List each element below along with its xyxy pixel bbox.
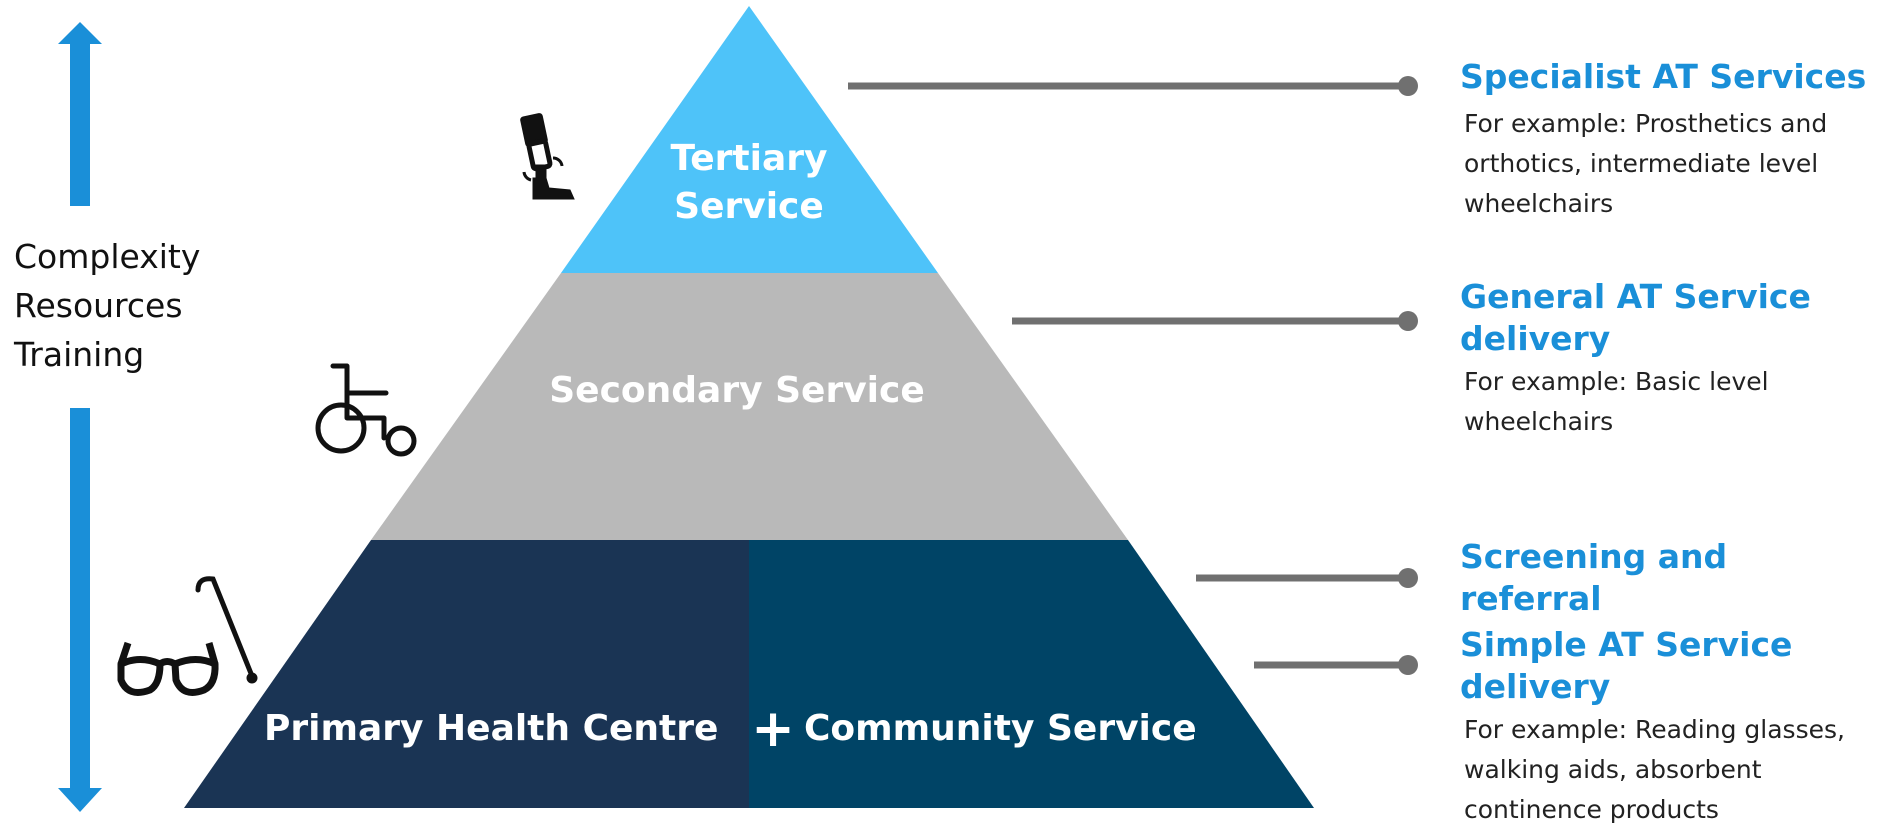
connector-screening — [1196, 568, 1418, 588]
legend-screening-title-line: Screening and — [1460, 537, 1728, 576]
legend-general-title-line: delivery — [1460, 319, 1611, 358]
legend-general-title: General AT Service delivery — [1460, 276, 1880, 360]
legend-specialist-desc-line: orthotics, intermediate level — [1464, 149, 1819, 178]
axis-label-training: Training — [13, 335, 144, 374]
walking-cane-icon — [195, 576, 258, 684]
legend-simple-desc-line: For example: Reading glasses, — [1464, 715, 1845, 744]
up-arrow-shaft — [70, 44, 90, 206]
primary-tier-left — [184, 540, 749, 808]
prosthetic-leg-icon — [520, 113, 575, 200]
legend-screening-title: Screening and referral — [1460, 536, 1880, 620]
legend-general-desc-line: wheelchairs — [1464, 407, 1614, 436]
tertiary-label-line2: Service — [674, 186, 824, 227]
double-arrow-icon — [58, 22, 102, 812]
wheelchair-icon — [315, 363, 417, 457]
legend-general-desc: For example: Basic level wheelchairs — [1464, 362, 1880, 442]
legend-simple: Simple AT Service delivery For example: … — [1460, 624, 1880, 830]
legend-simple-desc: For example: Reading glasses, walking ai… — [1464, 710, 1880, 830]
legend-simple-title: Simple AT Service delivery — [1460, 624, 1880, 708]
connector-specialist — [848, 76, 1418, 96]
legend-screening-title-line: referral — [1460, 579, 1602, 618]
tertiary-label-line1: Tertiary — [670, 138, 827, 179]
connector-general — [1012, 311, 1418, 331]
legend-specialist-title: Specialist AT Services — [1460, 57, 1867, 96]
legend-specialist-desc-line: For example: Prosthetics and — [1464, 109, 1828, 138]
glasses-icon — [117, 641, 219, 696]
down-arrow-shaft — [70, 408, 90, 788]
legend-simple-desc-line: walking aids, absorbent — [1464, 755, 1762, 784]
legend-simple-title-line: delivery — [1460, 667, 1611, 706]
legend-specialist-desc: For example: Prosthetics and orthotics, … — [1464, 104, 1880, 224]
down-arrow-head — [58, 788, 102, 812]
legend-specialist-desc-line: wheelchairs — [1464, 189, 1614, 218]
primary-tier-right — [749, 540, 1314, 808]
legend-general-desc-line: For example: Basic level — [1464, 367, 1769, 396]
axis-label-resources: Resources — [14, 286, 183, 325]
up-arrow-head — [58, 22, 102, 44]
primary-left-label: Primary Health Centre — [264, 708, 718, 749]
secondary-label: Secondary Service — [549, 370, 925, 411]
legend-general-title-line: General AT Service — [1460, 277, 1811, 316]
connector-simple — [1254, 655, 1418, 675]
legend-screening: Screening and referral — [1460, 536, 1880, 620]
legend-specialist: Specialist AT Services For example: Pros… — [1460, 56, 1880, 224]
axis-label-complexity: Complexity — [14, 237, 200, 276]
primary-right-label: Community Service — [804, 708, 1197, 749]
legend-general: General AT Service delivery For example:… — [1460, 276, 1880, 442]
legend-simple-desc-line: continence products — [1464, 795, 1719, 824]
secondary-tier — [371, 273, 1128, 540]
legend-simple-title-line: Simple AT Service — [1460, 625, 1793, 664]
primary-plus-sign: + — [751, 699, 795, 759]
tertiary-tier — [561, 6, 938, 273]
